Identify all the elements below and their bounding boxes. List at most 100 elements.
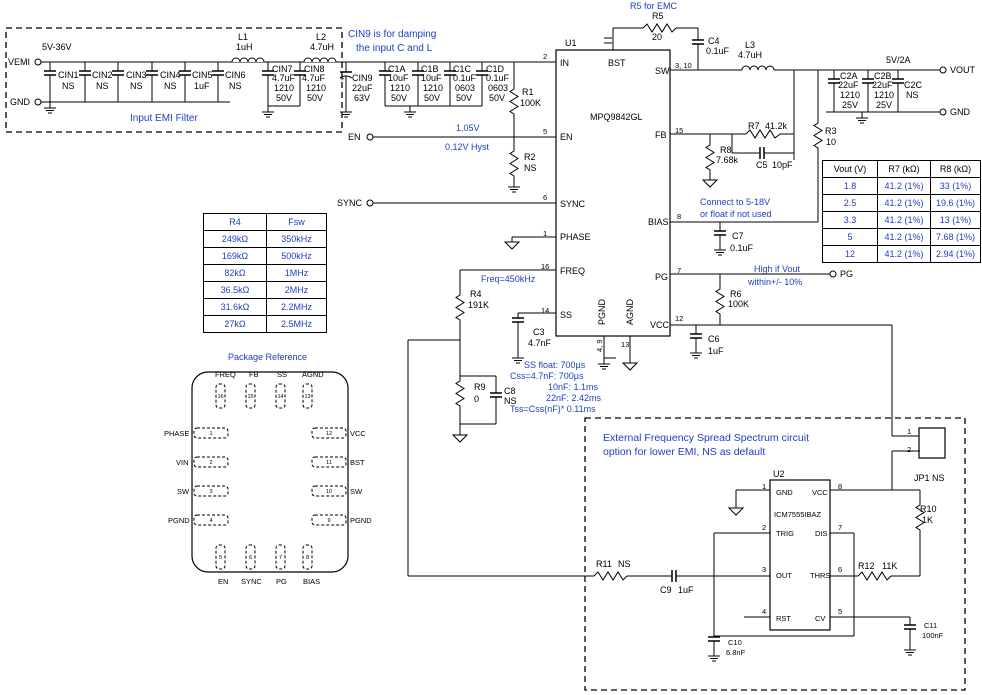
pkg-pad-right-0 (311, 427, 347, 439)
r3-resistor (813, 117, 823, 154)
jp1-pin1: 1 (907, 427, 911, 436)
u1-num-sw: 3, 10 (675, 61, 692, 70)
pkg-pad-top-0-num: 16 (217, 394, 223, 400)
pkg-pad-bottom-0 (215, 544, 226, 570)
c1d-pkg: 0603 (488, 83, 508, 93)
vout-label: VOUT (950, 65, 976, 75)
u2-ref: U2 (773, 469, 785, 479)
r1-val: 100K (520, 98, 541, 108)
u1-pin-freq: FREQ (560, 266, 585, 276)
l1-ref: L1 (238, 32, 248, 42)
cin4-val: NS (164, 81, 177, 91)
r2-resistor (509, 145, 519, 182)
cin8-val: 4.7uF (302, 73, 326, 83)
c1d-val: 0.1uF (486, 73, 510, 83)
pg-terminal (829, 270, 837, 278)
cin9-val: 22uF (352, 83, 373, 93)
c6-val: 1uF (708, 346, 724, 356)
fsw-cell: 2.2MHz (266, 298, 327, 316)
r3-ref: R3 (825, 126, 837, 136)
u1-pin-sync: SYNC (560, 199, 586, 209)
r5-resistor (642, 23, 677, 33)
r7-resistor (745, 129, 781, 139)
r5-val: 20 (652, 32, 662, 42)
cin7-v: 50V (276, 93, 292, 103)
c8-ref: C8 (504, 386, 516, 396)
cin7-val: 4.7uF (272, 73, 296, 83)
r8-ref: R8 (720, 145, 732, 155)
cin9-ref: CIN9 (352, 73, 373, 83)
u1-num-en: 5 (543, 127, 547, 136)
pkg-right-3: PGND (350, 516, 372, 525)
fsw-cell: 1MHz (266, 264, 327, 282)
cin-small-caps (43, 61, 225, 114)
c2b-val: 22uF (872, 80, 893, 90)
vemi-terminal (34, 58, 42, 66)
cin8-v: 50V (307, 93, 323, 103)
pkg-bottom-1: SYNC (241, 577, 262, 586)
cin4-ref: CIN4 (160, 70, 181, 80)
cin2-ref: CIN2 (92, 70, 113, 80)
r6-resistor (715, 283, 725, 320)
ss-note-3: 22nF: 2.42ms (546, 393, 602, 403)
u1-pin-pgnd: PGND (597, 298, 607, 325)
pkg-pad-top-3 (302, 383, 313, 409)
vout-cell: 3.3 (822, 211, 878, 229)
vout-header-vout: Vout (V) (822, 160, 878, 178)
r3-val: 10 (826, 137, 836, 147)
gnd-out-label: GND (950, 107, 971, 117)
c2c-ref: C2C (904, 80, 923, 90)
pkg-pad-left-2-num: 3 (209, 489, 212, 495)
fsw-cell: 500kHz (266, 247, 327, 265)
fsw-cell: 249kΩ (203, 230, 267, 248)
l3-ref: L3 (745, 40, 755, 50)
ss-note-0: SS float: 700µs (524, 360, 586, 370)
pkg-pad-left-3-num: 4 (209, 518, 212, 524)
vout-cell: 19.6 (1%) (930, 194, 981, 212)
pkg-pad-left-3 (193, 514, 229, 526)
pkg-pad-top-3-num: 13 (304, 394, 310, 400)
gnd-out-terminal (939, 108, 947, 116)
cin1-ref: CIN1 (58, 70, 79, 80)
pg-note-1: High if Vout (754, 264, 801, 274)
c1a-v: 50V (391, 93, 407, 103)
r2-ref: R2 (524, 152, 536, 162)
r7-val: 41.2k (765, 121, 788, 131)
pkg-left-2: SW (177, 487, 190, 496)
u2-ic (769, 479, 831, 631)
u1-pin-bias: BIAS (648, 217, 669, 227)
u1-num-agnd: 13 (621, 340, 629, 349)
r6-val: 100K (728, 299, 749, 309)
pkg-bottom-0: EN (218, 577, 228, 586)
fsw-cell: 36.5kΩ (203, 281, 267, 299)
c2a-ref: C2A (840, 71, 858, 81)
u1-num-freq: 16 (541, 262, 549, 271)
u1-pin-en: EN (560, 132, 573, 142)
c9-ref: C9 (660, 585, 672, 595)
r12-ref: R12 (858, 561, 875, 571)
vout-spec: 5V/2A (886, 55, 911, 65)
pkg-pad-bottom-3 (302, 544, 313, 570)
pkg-pad-bottom-2-num: 7 (279, 555, 282, 561)
c10-ref: C10 (728, 638, 742, 647)
fsw-cell: 2MHz (266, 281, 327, 299)
cin9-note-line2: the input C and L (356, 43, 433, 54)
pkg-pad-right-3 (311, 514, 347, 526)
vout-cell: 2.94 (1%) (930, 245, 981, 263)
u2-num-dis: 7 (838, 523, 842, 532)
r5-title: R5 for EMC (630, 1, 678, 11)
c4-val: 0.1uF (706, 46, 730, 56)
vout-terminal (939, 66, 947, 74)
u2-pin-cv: CV (815, 614, 825, 623)
u1-ref: U1 (565, 38, 577, 48)
r10-val: 1K (922, 515, 933, 525)
pg-label: PG (840, 269, 853, 279)
c7-ref: C7 (732, 231, 744, 241)
u1-num-ss: 14 (541, 306, 549, 315)
c1d-v: 50V (489, 93, 505, 103)
pkg-pad-left-1 (193, 456, 229, 468)
